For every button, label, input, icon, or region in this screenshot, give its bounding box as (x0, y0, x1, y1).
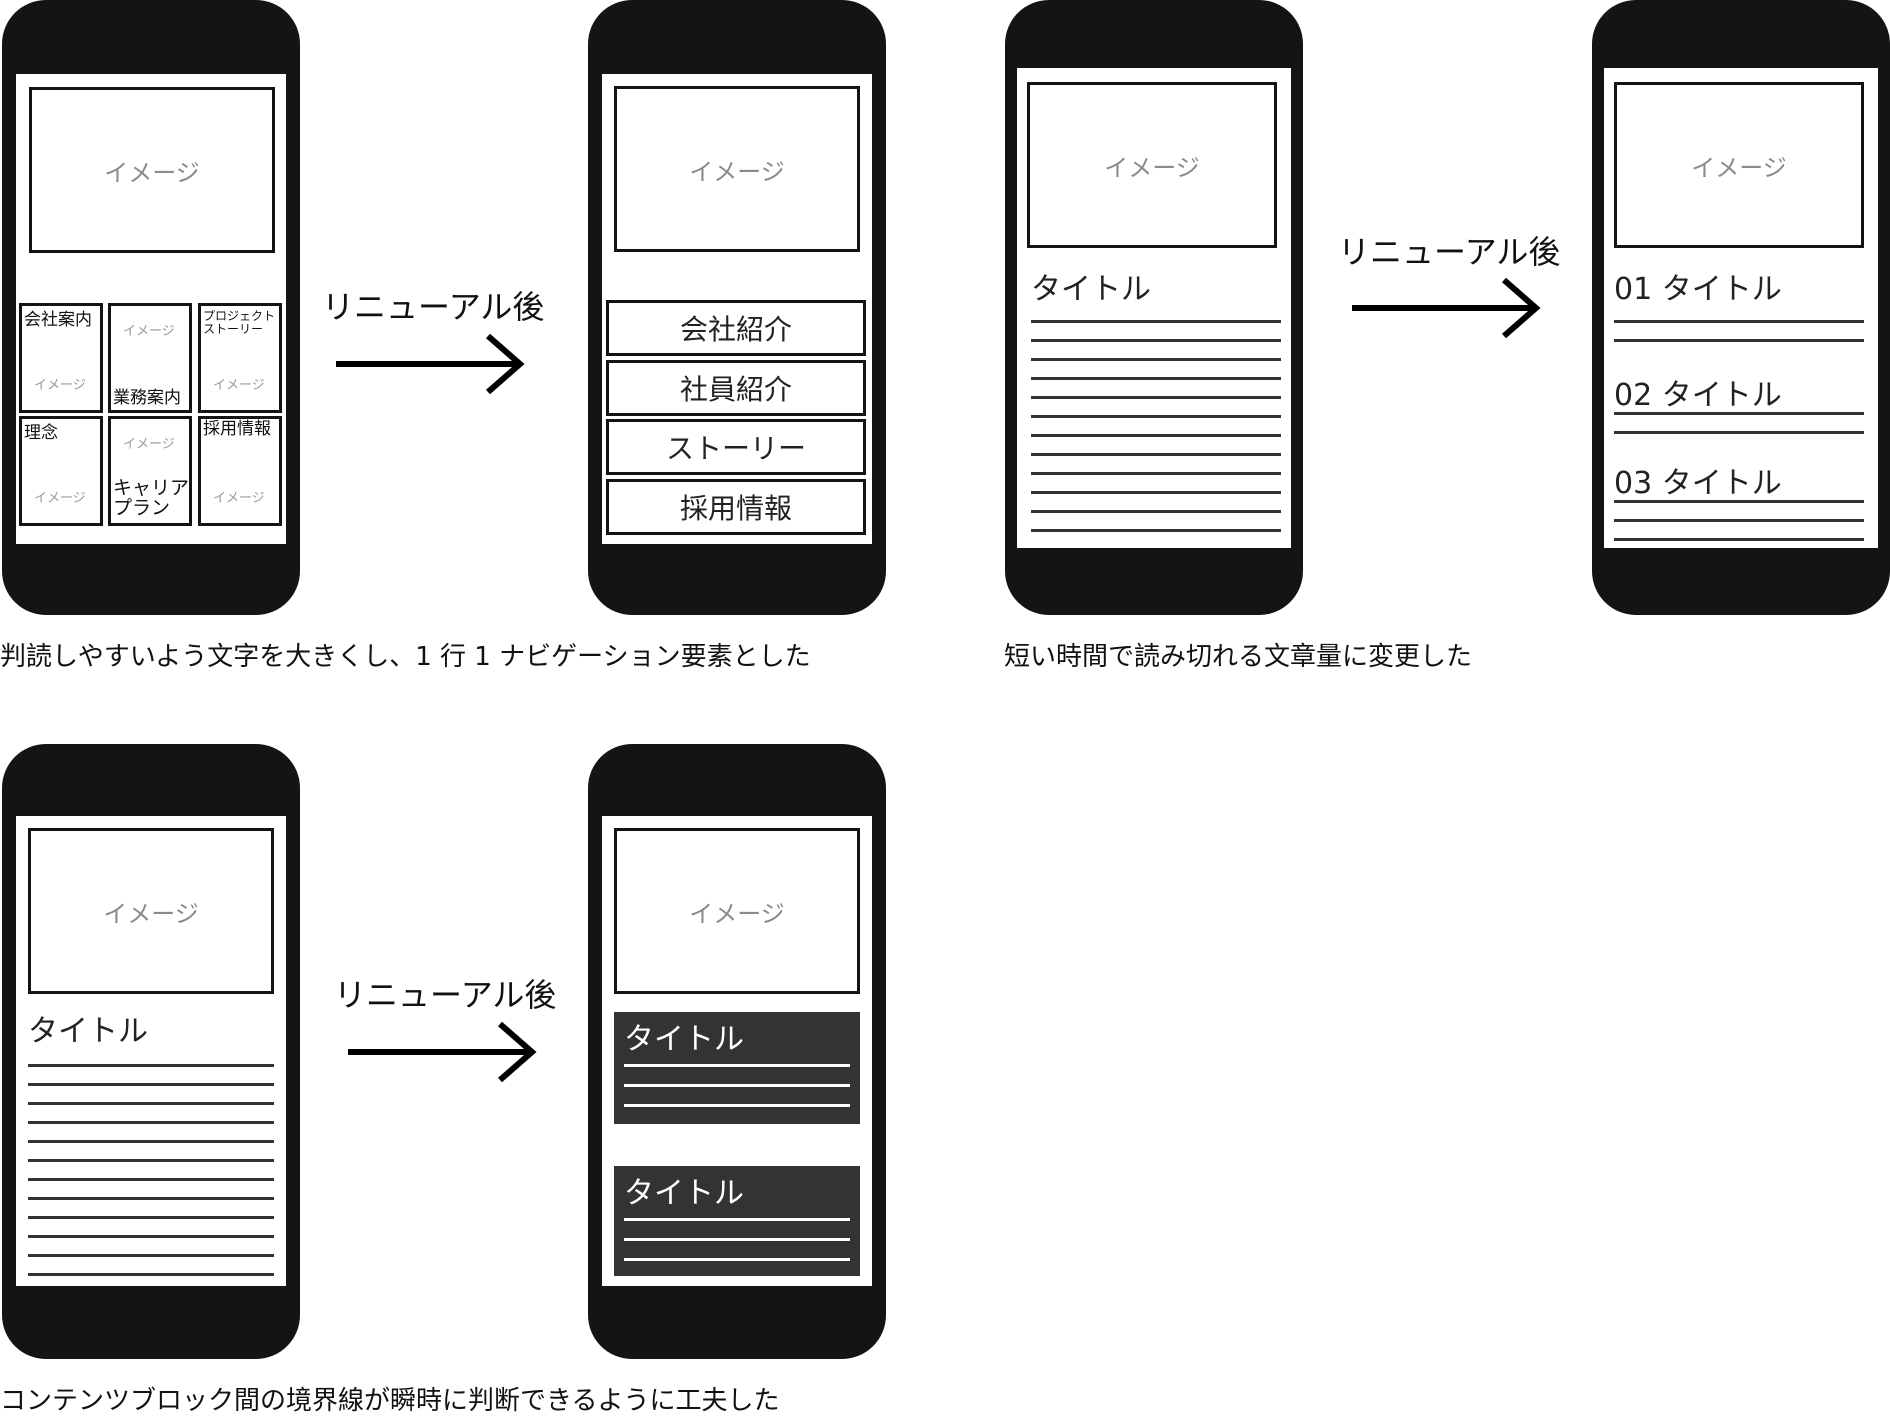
phone-mockup-grid-before: イメージ 会社案内 イメージ イメージ 業務案内 プロジェクトストーリー イメー… (2, 0, 300, 615)
text-lines (1614, 320, 1864, 342)
grid-cell-label: キャリアプラン (113, 477, 190, 519)
nav-button-company[interactable]: 会社紹介 (606, 300, 866, 356)
image-placeholder-label: イメージ (689, 157, 785, 186)
grid-cell-image-label: イメージ (123, 437, 175, 452)
image-placeholder: イメージ (29, 87, 275, 253)
image-placeholder: イメージ (1027, 82, 1277, 248)
nav-button-staff[interactable]: 社員紹介 (606, 360, 866, 416)
phone-mockup-blocks-after: イメージ タイトル タイトル (588, 744, 886, 1359)
content-block: タイトル (614, 1166, 860, 1276)
grid-cell-career-plan: イメージ キャリアプラン (108, 416, 192, 526)
grid-cell-company: 会社案内 イメージ (19, 303, 103, 413)
list-item-title: 03 タイトル (1614, 466, 1782, 501)
grid-cell-label: プロジェクトストーリー (203, 309, 276, 336)
phone-screen: イメージ 01 タイトル 02 タイトル 03 タイトル (1604, 68, 1878, 548)
grid-cell-image-label: イメージ (213, 491, 265, 506)
arrow-label: リニューアル後 (322, 288, 545, 326)
grid-cell-philosophy: 理念 イメージ (19, 416, 103, 526)
grid-cell-label: 業務案内 (113, 388, 181, 408)
phone-mockup-nav-after: イメージ 会社紹介 社員紹介 ストーリー 採用情報 (588, 0, 886, 615)
phone-mockup-article-after: イメージ 01 タイトル 02 タイトル 03 タイトル (1592, 0, 1890, 615)
image-placeholder-label: イメージ (689, 899, 785, 928)
article-title: タイトル (28, 1014, 148, 1049)
list-item-title: 02 タイトル (1614, 378, 1782, 413)
article-title: タイトル (1031, 272, 1151, 307)
arrow-label: リニューアル後 (1338, 233, 1561, 271)
text-lines (1614, 500, 1864, 541)
grid-cell-project-story: プロジェクトストーリー イメージ (198, 303, 282, 413)
grid-cell-label: 会社案内 (24, 310, 92, 330)
image-placeholder: イメージ (614, 828, 860, 994)
nav-button-story[interactable]: ストーリー (606, 419, 866, 475)
list-item-title: 01 タイトル (1614, 272, 1782, 307)
text-lines (28, 1064, 274, 1276)
grid-cell-image-label: イメージ (123, 324, 175, 339)
image-placeholder-label: イメージ (103, 899, 199, 928)
phone-screen: イメージ 会社紹介 社員紹介 ストーリー 採用情報 (602, 74, 872, 544)
grid-cell-label: 採用情報 (203, 419, 271, 439)
content-block-title: タイトル (624, 1176, 744, 1211)
image-placeholder: イメージ (1614, 82, 1864, 248)
right-arrow-icon (348, 1021, 537, 1083)
caption-navigation: 判読しやすいよう文字を大きくし、1 行 1 ナビゲーション要素とした (0, 642, 811, 672)
grid-cell-image-label: イメージ (34, 491, 86, 506)
phone-screen: イメージ 会社案内 イメージ イメージ 業務案内 プロジェクトストーリー イメー… (16, 74, 286, 544)
phone-mockup-blocks-before: イメージ タイトル (2, 744, 300, 1359)
text-lines (1031, 320, 1281, 532)
grid-cell-business: イメージ 業務案内 (108, 303, 192, 413)
arrow-label: リニューアル後 (334, 976, 557, 1014)
image-placeholder-label: イメージ (1104, 153, 1200, 182)
text-lines (1614, 412, 1864, 434)
right-arrow-icon (336, 333, 525, 395)
content-block-title: タイトル (624, 1022, 744, 1057)
grid-cell-label: 理念 (24, 423, 58, 443)
grid-cell-recruitment: 採用情報 イメージ (198, 416, 282, 526)
content-block: タイトル (614, 1012, 860, 1124)
nav-button-recruitment[interactable]: 採用情報 (606, 479, 866, 535)
right-arrow-icon (1352, 277, 1541, 339)
phone-screen: イメージ タイトル タイトル (602, 816, 872, 1286)
grid-cell-image-label: イメージ (34, 378, 86, 393)
image-placeholder-label: イメージ (1691, 153, 1787, 182)
image-placeholder: イメージ (28, 828, 274, 994)
image-placeholder: イメージ (614, 86, 860, 252)
caption-block-boundary: コンテンツブロック間の境界線が瞬時に判断できるように工夫した (0, 1386, 780, 1416)
phone-mockup-article-before: イメージ タイトル (1005, 0, 1303, 615)
phone-screen: イメージ タイトル (1017, 68, 1291, 548)
grid-cell-image-label: イメージ (213, 378, 265, 393)
phone-screen: イメージ タイトル (16, 816, 286, 1286)
image-placeholder-label: イメージ (104, 158, 200, 187)
caption-text-volume: 短い時間で読み切れる文章量に変更した (1004, 642, 1473, 672)
